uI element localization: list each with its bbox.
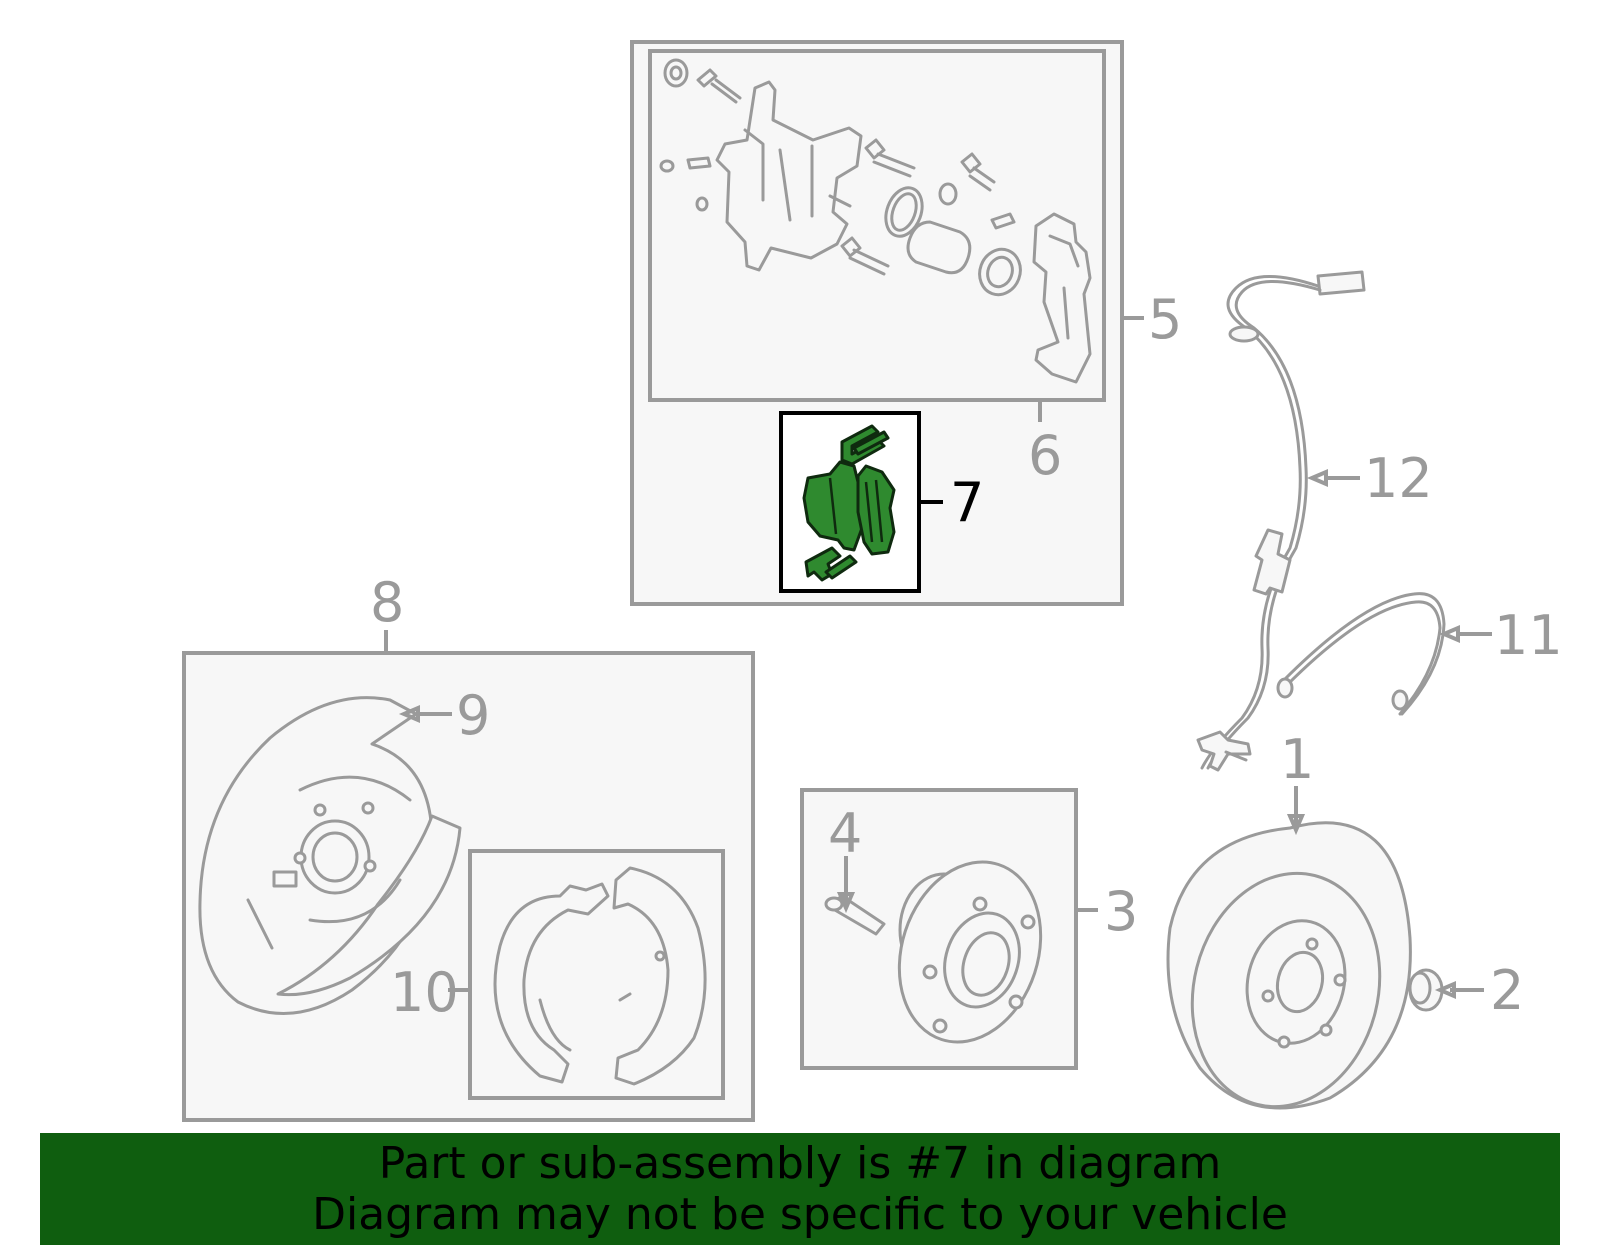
hub-bearing [897,860,1043,1044]
callout-1: 1 [1280,728,1314,791]
brake-rotor [1166,821,1412,1110]
callout-10: 10 [390,961,459,1024]
backing-plate [198,696,462,1016]
wheel-speed-sensor [1196,270,1366,772]
callout-3: 3 [1104,880,1138,943]
notice-line-2: Diagram may not be specific to your vehi… [312,1189,1288,1240]
brake-pad-kit [802,424,896,582]
brake-hose [1276,592,1446,716]
callout-11: 11 [1494,604,1563,667]
callout-5: 5 [1148,288,1182,351]
notice-banner: Part or sub-assembly is #7 in diagram Di… [40,1133,1560,1245]
callout-6: 6 [1028,424,1062,487]
wheel-stud [824,894,886,936]
parts-diagram: 5 6 7 8 9 10 [182,40,1563,1122]
caliper-housing-box [648,49,1106,402]
callout-12: 12 [1364,447,1433,510]
notice-line-1: Part or sub-assembly is #7 in diagram [378,1138,1222,1189]
hub-cap [1408,968,1444,1012]
parking-brake-shoes [493,866,707,1086]
callout-9: 9 [456,684,490,747]
caliper-housing-parts [659,58,1092,384]
callout-4: 4 [828,802,862,865]
callout-2: 2 [1490,959,1524,1022]
callout-7: 7 [950,471,984,534]
callout-8: 8 [370,571,404,634]
